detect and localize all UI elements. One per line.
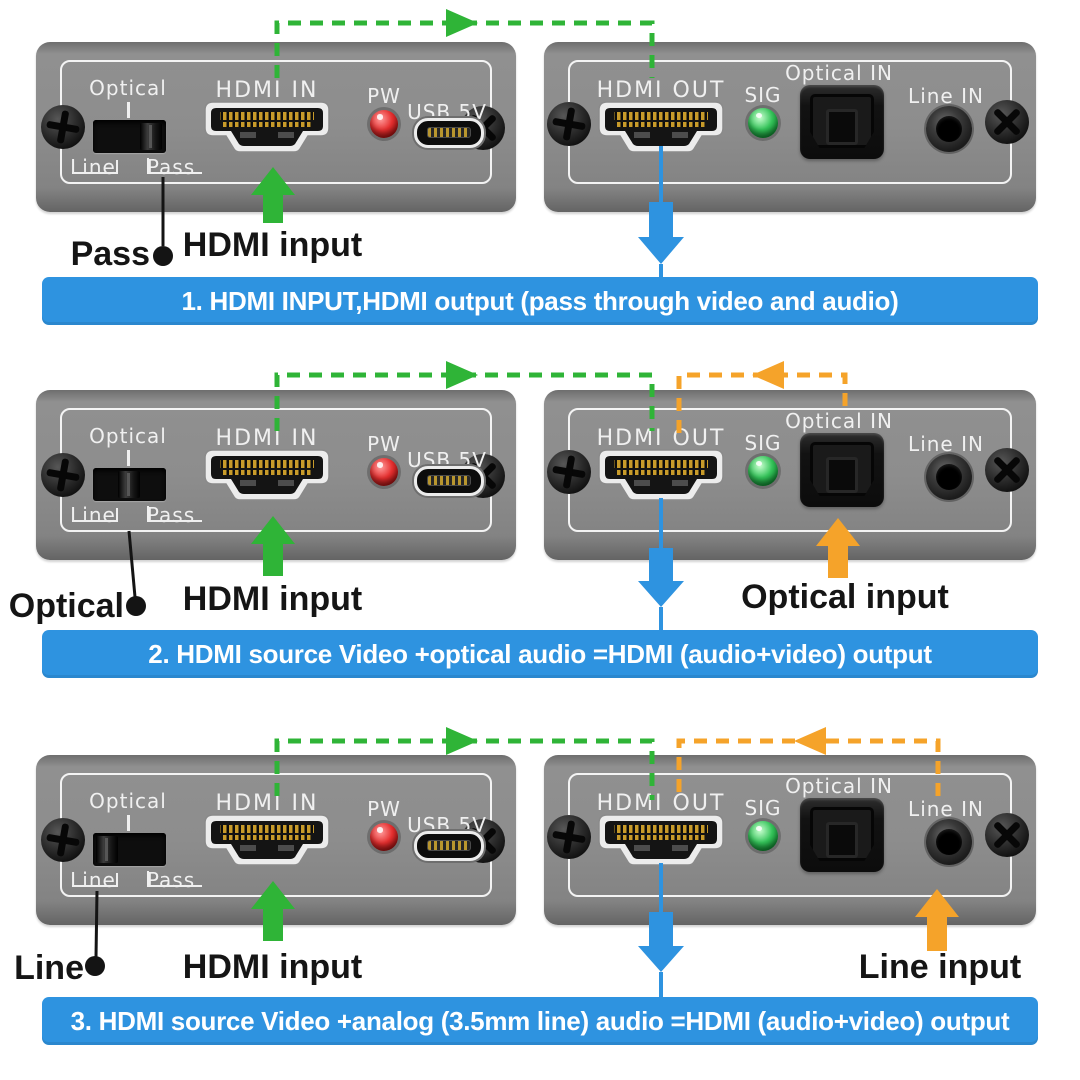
hdmi-input-label: HDMI input — [182, 226, 363, 264]
usb-power-port — [414, 466, 484, 496]
signal-led-label: SIG — [744, 796, 782, 820]
optical-mode-label: Optical — [89, 424, 167, 448]
screw — [41, 818, 85, 862]
optical-in-label: Optical IN — [785, 774, 893, 798]
screw — [547, 102, 591, 146]
arrowhead-right-icon — [446, 361, 478, 389]
caption-bar-1: 1. HDMI INPUT,HDMI output (pass through … — [42, 277, 1038, 325]
callout-switch-position: Optical — [8, 587, 124, 625]
signal-led — [748, 108, 778, 138]
hdmi-in-port — [204, 449, 330, 501]
callout-dot — [85, 956, 105, 976]
arrowhead-right-icon — [446, 9, 478, 37]
line-in-label: Line IN — [908, 432, 984, 456]
pass-bracket — [147, 506, 202, 522]
line-mode-label: Line — [70, 155, 116, 179]
power-led-label: PW — [367, 432, 401, 456]
line-in-jack — [926, 819, 972, 865]
hdmi-out-port — [598, 814, 724, 866]
power-led-label: PW — [367, 797, 401, 821]
audio-input-label: Line input — [858, 948, 1022, 986]
optical-in-port — [800, 433, 884, 507]
output-panel: HDMI OUT SIG Optical IN Line IN — [544, 755, 1036, 925]
switch-tick — [127, 815, 130, 831]
input-panel: Optical Line Pass HDMI IN PW USB 5V — [36, 390, 516, 560]
audio-mode-switch — [93, 120, 166, 153]
callout-switch-position: Pass — [70, 235, 150, 273]
screw — [547, 815, 591, 859]
input-panel: Optical Line Pass HDMI IN PW USB 5V — [36, 755, 516, 925]
line-in-jack — [926, 454, 972, 500]
power-led — [370, 458, 398, 486]
audio-input-label: Optical input — [741, 578, 949, 616]
line-bracket — [72, 160, 118, 174]
signal-led — [748, 821, 778, 851]
hdmi-in-port — [204, 814, 330, 866]
hdmi-out-port — [598, 449, 724, 501]
arrowhead-left-icon — [752, 361, 784, 389]
optical-mode-label: Optical — [89, 76, 167, 100]
optical-in-label: Optical IN — [785, 409, 893, 433]
optical-in-label: Optical IN — [785, 61, 893, 85]
audio-mode-switch — [93, 468, 166, 501]
hdmi-in-label: HDMI IN — [215, 791, 319, 816]
caption-bar-3: 3. HDMI source Video +analog (3.5mm line… — [42, 997, 1038, 1045]
usb-power-port — [414, 831, 484, 861]
pass-mode-label: Pass — [146, 503, 196, 527]
screw — [41, 105, 85, 149]
pass-bracket — [147, 158, 202, 174]
hdmi-out-label: HDMI OUT — [596, 426, 726, 451]
hdmi-out-label: HDMI OUT — [596, 78, 726, 103]
power-led — [370, 110, 398, 138]
power-led — [370, 823, 398, 851]
pass-bracket — [147, 871, 202, 887]
switch-knob — [140, 123, 162, 150]
callout-dot — [126, 596, 146, 616]
pass-mode-label: Pass — [146, 868, 196, 892]
callout-switch-position: Line — [14, 949, 84, 987]
screw — [41, 453, 85, 497]
line-bracket — [72, 873, 118, 887]
signal-led-label: SIG — [744, 431, 782, 455]
switch-knob — [96, 836, 118, 863]
hdmi-in-port — [204, 101, 330, 153]
hdmi-out-port — [598, 101, 724, 153]
usb-power-port — [414, 118, 484, 148]
screw — [985, 448, 1029, 492]
output-panel: HDMI OUT SIG Optical IN Line IN — [544, 42, 1036, 212]
audio-mode-switch — [93, 833, 166, 866]
arrowhead-right-icon — [446, 727, 478, 755]
line-in-jack — [926, 106, 972, 152]
hdmi-out-label: HDMI OUT — [596, 791, 726, 816]
caption-bar-2: 2. HDMI source Video +optical audio =HDM… — [42, 630, 1038, 678]
input-panel: Optical Line Pass HDMI IN PW USB 5V — [36, 42, 516, 212]
optical-mode-label: Optical — [89, 789, 167, 813]
hdmi-input-label: HDMI input — [182, 580, 363, 618]
optical-in-port — [800, 798, 884, 872]
line-in-label: Line IN — [908, 84, 984, 108]
hdmi-in-label: HDMI IN — [215, 426, 319, 451]
hdmi-input-label: HDMI input — [182, 948, 363, 986]
optical-in-port — [800, 85, 884, 159]
screw — [547, 450, 591, 494]
hdmi-in-label: HDMI IN — [215, 78, 319, 103]
signal-led — [748, 456, 778, 486]
power-led-label: PW — [367, 84, 401, 108]
line-bracket — [72, 508, 118, 522]
screw — [985, 813, 1029, 857]
switch-knob — [118, 471, 140, 498]
output-panel: HDMI OUT SIG Optical IN Line IN — [544, 390, 1036, 560]
line-mode-label: Line — [70, 868, 116, 892]
screw — [985, 100, 1029, 144]
signal-led-label: SIG — [744, 83, 782, 107]
line-in-label: Line IN — [908, 797, 984, 821]
line-mode-label: Line — [70, 503, 116, 527]
switch-tick — [127, 450, 130, 466]
arrowhead-left-icon — [794, 727, 826, 755]
pass-mode-label: Pass — [146, 155, 196, 179]
switch-tick — [127, 102, 130, 118]
